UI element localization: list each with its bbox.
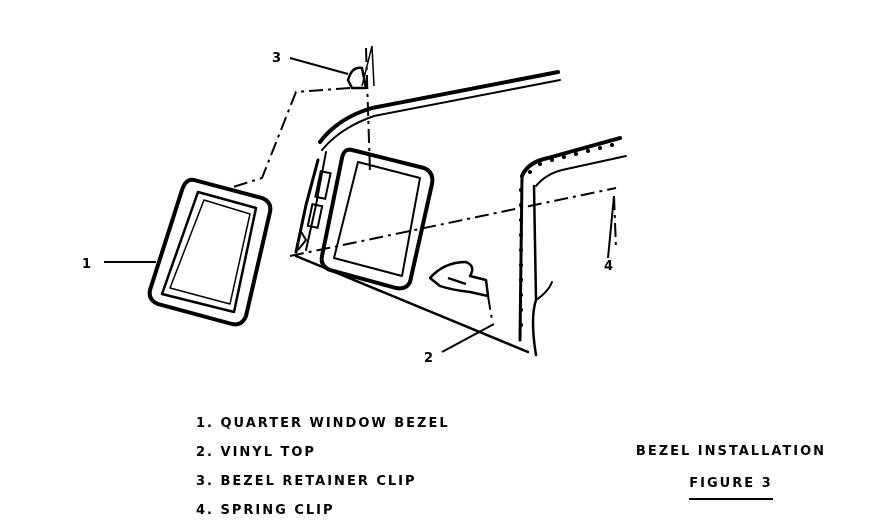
legend-item: 3. BEZEL RETAINER CLIP — [196, 474, 417, 489]
callout-4: 4 — [604, 259, 613, 274]
callout-2: 2 — [424, 351, 433, 366]
weatherstrip-beading — [519, 143, 614, 327]
spring-clip-on-body — [428, 260, 490, 298]
callout-leaders — [104, 57, 615, 353]
quarter-window-opening — [319, 147, 435, 291]
clip-pointer — [361, 45, 375, 87]
legend-item: 4. SPRING CLIP — [196, 503, 335, 518]
parts-legend: 1. QUARTER WINDOW BEZEL 2. VINYL TOP 3. … — [196, 412, 450, 528]
callout-1: 1 — [82, 257, 91, 272]
quarter-window-bezel — [147, 177, 273, 327]
pillar-hardware — [297, 170, 332, 251]
legend-item: 1. QUARTER WINDOW BEZEL — [196, 416, 450, 431]
alignment-lines — [229, 47, 617, 321]
figure-number: FIGURE 3 — [689, 474, 773, 500]
bezel-retainer-clip — [346, 66, 368, 90]
callout-3: 3 — [272, 51, 281, 66]
legend-item: 2. VINYL TOP — [196, 445, 316, 460]
figure-caption: BEZEL INSTALLATION FIGURE 3 — [608, 440, 854, 500]
figure-title: BEZEL INSTALLATION — [635, 444, 827, 459]
